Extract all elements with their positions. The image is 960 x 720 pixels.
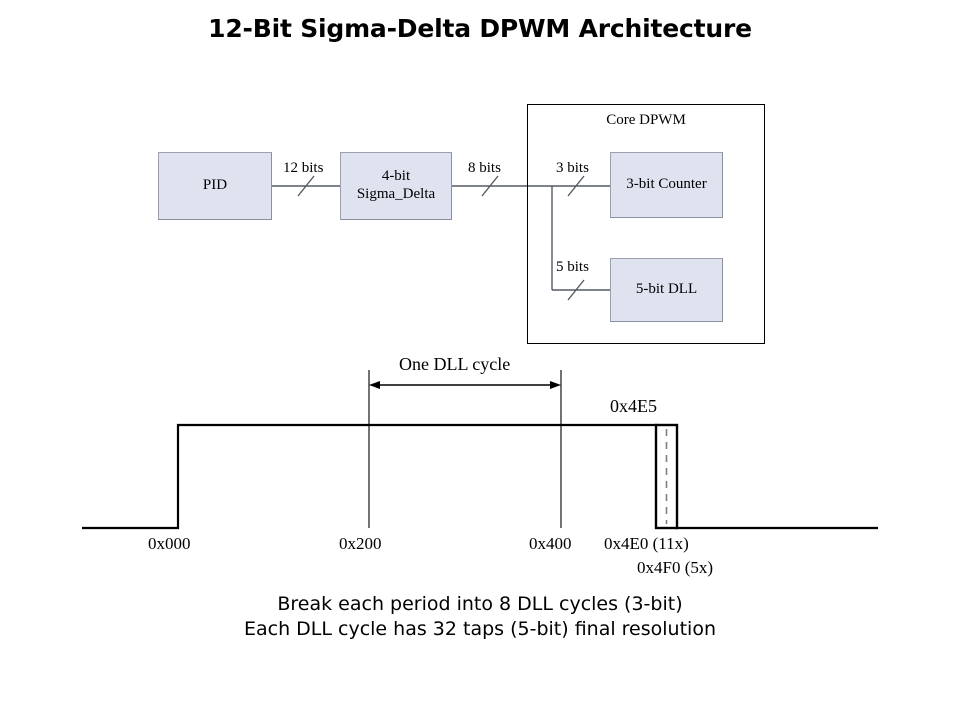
block-sigma-delta-line1: 4-bit xyxy=(381,168,411,185)
edge-jitter-box xyxy=(654,423,679,530)
block-pid-label: PID xyxy=(202,177,228,194)
axis-tick-label-0x4E0: 0x4E0 (11x) xyxy=(604,534,689,553)
waveform-tick-guides xyxy=(368,370,562,528)
axis-tick-label-0x200: 0x200 xyxy=(339,534,382,553)
block-5bit-dll-label: 5-bit DLL xyxy=(635,281,698,298)
one-dll-cycle-label: One DLL cycle xyxy=(399,354,511,374)
wire-core-branch xyxy=(551,175,610,301)
bus-label-3-bits: 3 bits xyxy=(556,160,589,176)
axis-tick-label-0x400: 0x400 xyxy=(529,534,572,553)
block-sigma-delta-label: 4-bit Sigma_Delta xyxy=(357,168,435,203)
block-sigma-delta[interactable]: 4-bit Sigma_Delta xyxy=(340,152,452,220)
block-3bit-counter-label: 3-bit Counter xyxy=(626,176,707,193)
slide-caption: Break each period into 8 DLL cycles (3-b… xyxy=(0,592,960,643)
core-dpwm-label: Core DPWM xyxy=(606,112,686,128)
one-dll-cycle-arrow xyxy=(369,381,561,389)
wire-sigma-to-core xyxy=(452,175,552,197)
block-5bit-dll[interactable]: 5-bit DLL xyxy=(610,258,723,322)
axis-tick-label-0x4F0: 0x4F0 (5x) xyxy=(637,558,714,577)
pwm-waveform-trace xyxy=(82,423,878,530)
bus-label-5-bits: 5 bits xyxy=(556,259,589,275)
bus-label-8-bits: 8 bits xyxy=(468,160,501,176)
page-title: 12-Bit Sigma-Delta DPWM Architecture xyxy=(208,14,752,43)
caption-line-1: Break each period into 8 DLL cycles (3-b… xyxy=(277,593,683,615)
block-pid[interactable]: PID xyxy=(158,152,272,220)
block-sigma-delta-line2: Sigma_Delta xyxy=(356,186,436,202)
axis-tick-label-0x000: 0x000 xyxy=(148,534,191,553)
block-3bit-counter[interactable]: 3-bit Counter xyxy=(610,152,723,218)
core-dpwm-container xyxy=(527,104,765,344)
edge-value-label: 0x4E5 xyxy=(610,396,657,416)
caption-line-2: Each DLL cycle has 32 taps (5-bit) final… xyxy=(244,618,716,641)
wire-pid-to-sigma xyxy=(272,175,340,197)
bus-label-12-bits: 12 bits xyxy=(283,160,324,176)
